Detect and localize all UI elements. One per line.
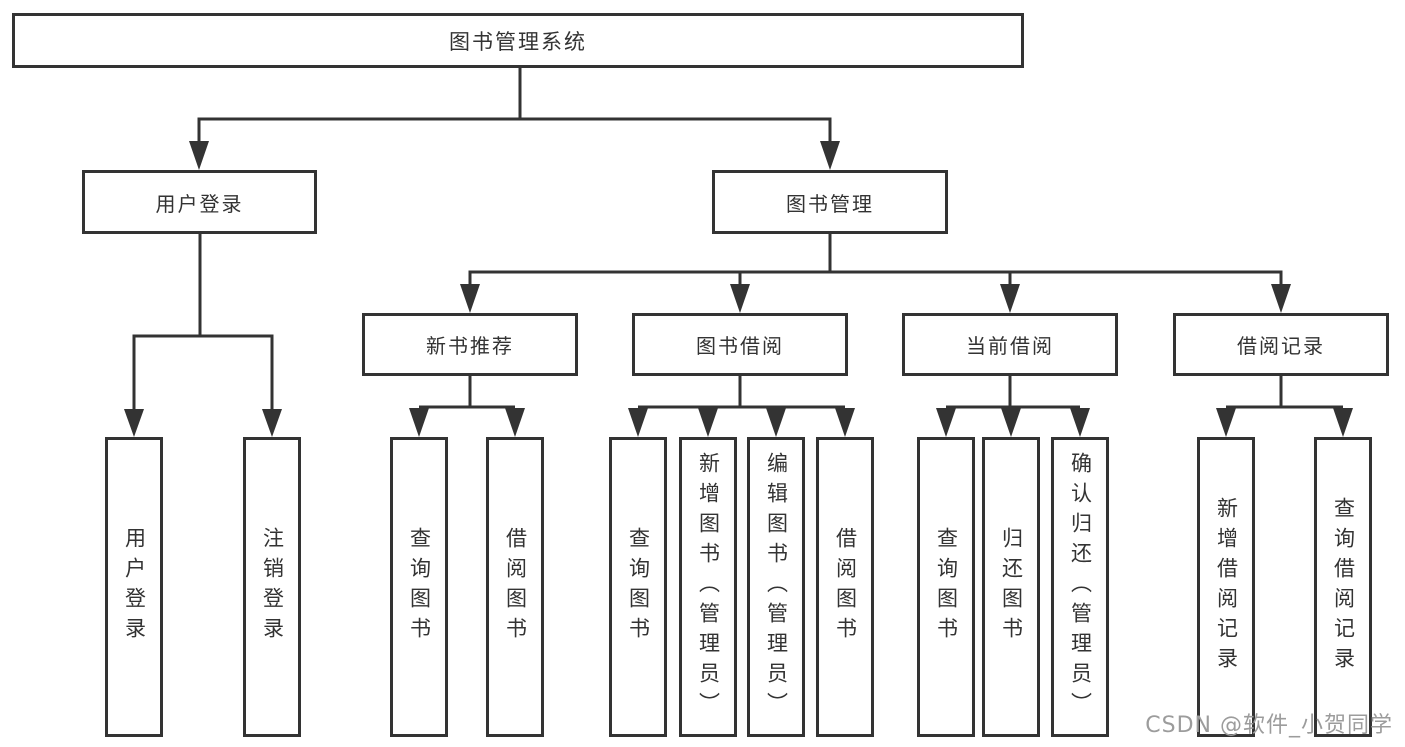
leaf-label: 借阅图书 [833, 527, 858, 647]
leaf-label: 归还图书 [999, 527, 1024, 647]
node-new-book-recommend: 新书推荐 [362, 313, 578, 376]
leaf-label: 查询借阅记录 [1331, 497, 1356, 677]
leaf-label: 确认归还（管理员） [1068, 452, 1093, 722]
leaf-borrow-books-recommend: 借阅图书 [486, 437, 544, 737]
node-label: 用户登录 [155, 191, 244, 216]
leaf-query-books-recommend: 查询图书 [390, 437, 448, 737]
leaf-add-book-admin: 新增图书（管理员） [679, 437, 737, 737]
node-label: 图书管理系统 [449, 29, 587, 54]
leaf-logout: 注销登录 [243, 437, 301, 737]
node-user-login: 用户登录 [82, 170, 317, 234]
leaf-label: 查询图书 [934, 527, 959, 647]
node-book-borrowing: 图书借阅 [632, 313, 848, 376]
arrowheads [124, 141, 1353, 437]
node-current-borrowing: 当前借阅 [902, 313, 1118, 376]
node-label: 图书管理 [786, 191, 874, 216]
node-label: 当前借阅 [966, 334, 1054, 358]
leaf-query-books-borrow: 查询图书 [609, 437, 667, 737]
node-borrowing-records: 借阅记录 [1173, 313, 1389, 376]
node-library-system: 图书管理系统 [12, 13, 1024, 68]
node-label: 借阅记录 [1237, 334, 1325, 358]
leaf-add-borrow-record: 新增借阅记录 [1197, 437, 1255, 737]
leaf-label: 新增图书（管理员） [696, 452, 721, 722]
leaf-query-books-current: 查询图书 [917, 437, 975, 737]
leaf-edit-book-admin: 编辑图书（管理员） [747, 437, 805, 737]
leaf-label: 用户登录 [122, 527, 147, 647]
leaf-query-borrow-record: 查询借阅记录 [1314, 437, 1372, 737]
leaf-borrow-books-borrow: 借阅图书 [816, 437, 874, 737]
node-label: 新书推荐 [426, 334, 514, 358]
node-label: 图书借阅 [696, 334, 784, 358]
leaf-confirm-return-admin: 确认归还（管理员） [1051, 437, 1109, 737]
leaf-label: 查询图书 [407, 527, 432, 647]
leaf-label: 借阅图书 [503, 527, 528, 647]
leaf-label: 新增借阅记录 [1214, 497, 1239, 677]
leaf-label: 编辑图书（管理员） [764, 452, 789, 722]
node-book-management: 图书管理 [712, 170, 948, 234]
leaf-user-login: 用户登录 [105, 437, 163, 737]
csdn-watermark: CSDN @软件_小贺同学 [1145, 713, 1393, 738]
connector-elbows [132, 68, 1343, 415]
leaf-label: 注销登录 [260, 527, 285, 647]
leaf-label: 查询图书 [626, 527, 651, 647]
leaf-return-books: 归还图书 [982, 437, 1040, 737]
